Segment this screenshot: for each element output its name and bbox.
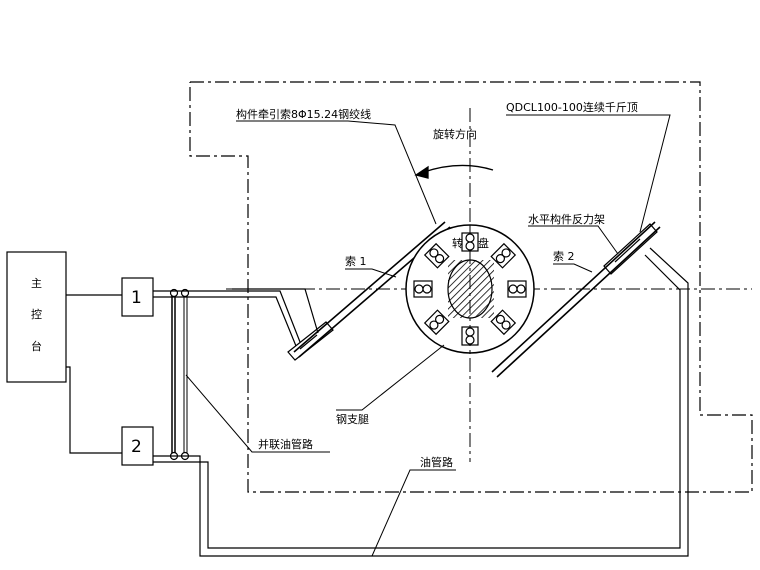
parallel-hose-label: 并联油管路 xyxy=(258,437,313,451)
main-console xyxy=(6,251,67,383)
left-jack xyxy=(287,321,334,361)
reaction-frame-label: 水平构件反力架 xyxy=(528,212,605,226)
hose-label: 油管路 xyxy=(420,455,453,469)
turntable-char-2: 盘 xyxy=(478,236,489,250)
console-char-1: 主 xyxy=(31,277,42,290)
steel-leg-label: 钢支腿 xyxy=(336,413,369,426)
leader-lines xyxy=(185,114,671,557)
cable-1-label: 索 1 xyxy=(345,254,367,268)
rotation-arrow xyxy=(414,164,494,179)
console-char-2: 控 xyxy=(31,307,42,321)
pump1-hoses xyxy=(153,288,319,347)
cable-2-label: 索 2 xyxy=(553,249,575,263)
console-char-3: 台 xyxy=(31,339,42,353)
strand-label: 构件牵引索8Φ15.24钢绞线 xyxy=(236,107,371,121)
turntable-char-1: 转 xyxy=(452,236,463,250)
pump-1-label: 1 xyxy=(131,288,142,308)
steel-legs xyxy=(413,232,527,346)
rotation-label: 旋转方向 xyxy=(433,127,477,141)
pump-1-box xyxy=(121,277,154,317)
right-jack xyxy=(603,223,658,275)
jack-label: QDCL100-100连续千斤顶 xyxy=(506,100,638,114)
oil-hose-loop xyxy=(153,247,689,557)
parallel-hose-bar xyxy=(169,288,190,461)
pump-2-label: 2 xyxy=(131,437,142,457)
foundation-outline xyxy=(189,81,753,493)
pump-2-box xyxy=(121,426,154,466)
console-wiring xyxy=(66,294,122,454)
